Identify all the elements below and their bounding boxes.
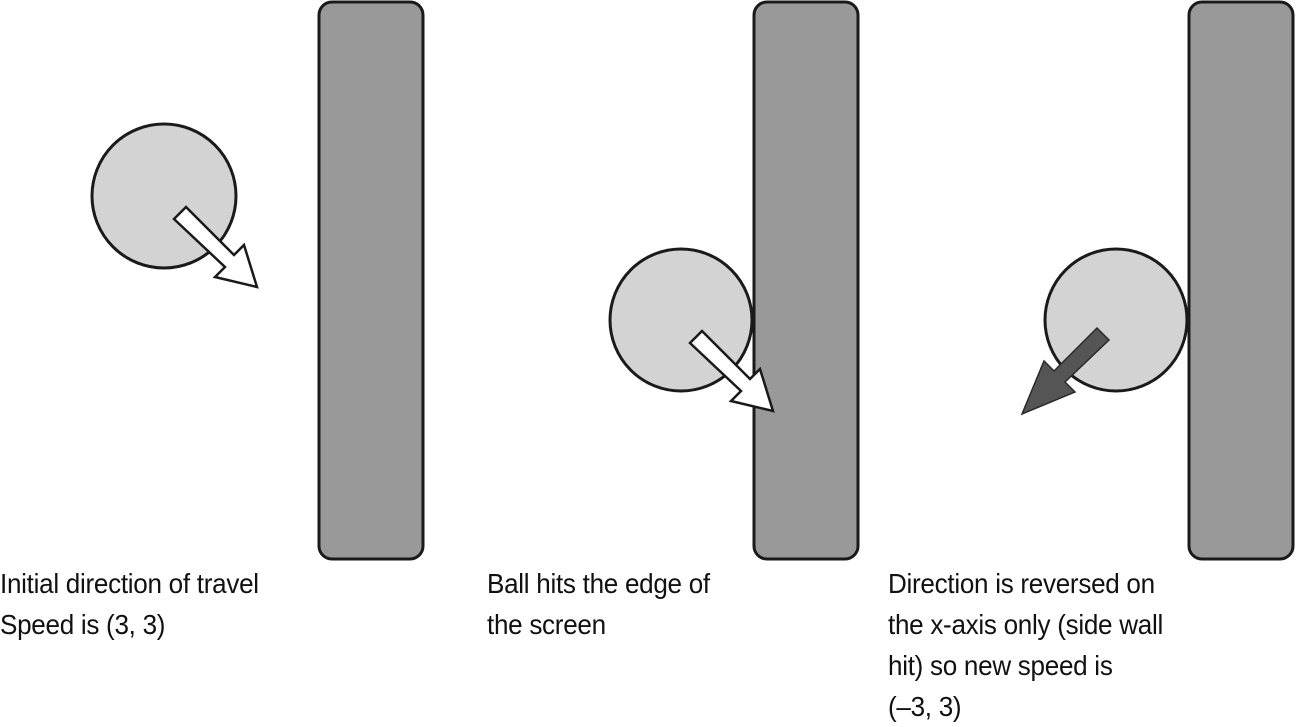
arrow-down-right-icon <box>172 205 259 289</box>
wall <box>752 0 860 561</box>
caption-line: the screen <box>487 609 606 640</box>
caption-line: Ball hits the edge of <box>487 568 710 599</box>
caption-panel-1: Initial direction of travel Speed is (3,… <box>0 563 259 645</box>
caption-line: Speed is (3, 3) <box>0 609 166 640</box>
panel-2 <box>608 0 860 561</box>
caption-line: (–3, 3) <box>888 691 962 722</box>
arrow-down-left-icon <box>1020 326 1111 416</box>
wall <box>1187 0 1295 561</box>
caption-line: hit) so new speed is <box>888 650 1113 681</box>
panel-1 <box>90 0 425 561</box>
caption-line: Direction is reversed on <box>888 568 1155 599</box>
arrow-down-right-icon <box>688 329 775 413</box>
wall <box>317 0 425 561</box>
caption-line: the x-axis only (side wall <box>888 609 1163 640</box>
panel-3 <box>1020 0 1295 561</box>
caption-panel-2: Ball hits the edge of the screen <box>487 563 710 645</box>
caption-line: Initial direction of travel <box>0 568 259 599</box>
caption-panel-3: Direction is reversed on the x-axis only… <box>888 563 1163 727</box>
